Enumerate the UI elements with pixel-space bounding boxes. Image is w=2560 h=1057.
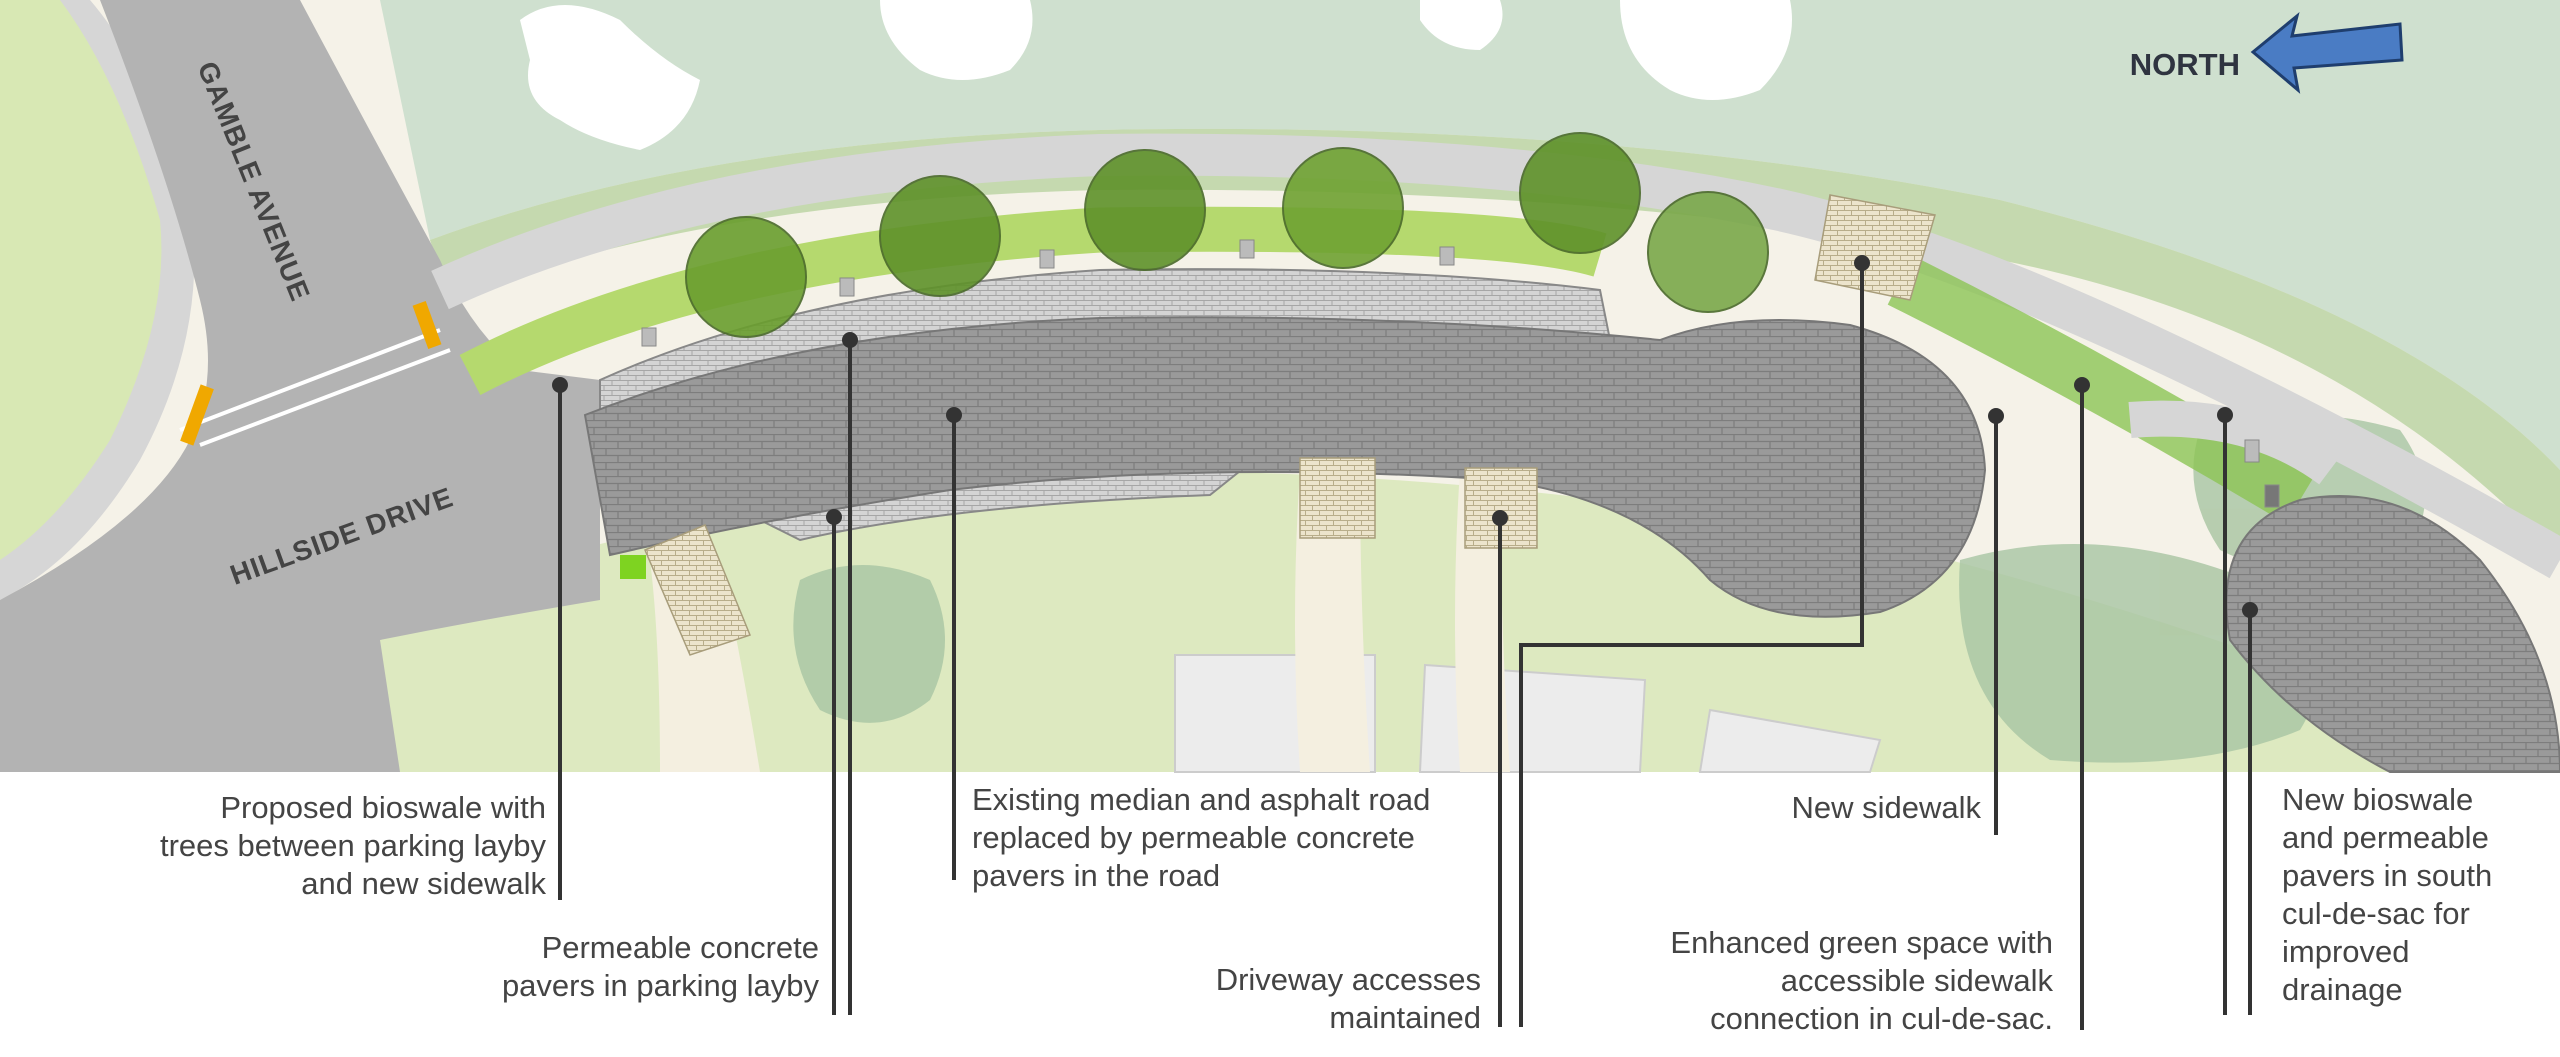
callout-lines bbox=[558, 263, 2252, 1030]
callout-layby-text: Permeable concrete pavers in parking lay… bbox=[501, 930, 819, 1003]
plan-base bbox=[0, 0, 2560, 773]
north-arrow-icon bbox=[2250, 11, 2404, 94]
callout-green-text: Enhanced green space with accessible sid… bbox=[1670, 925, 2053, 1036]
callout-south-text: New bioswale and permeable pavers in sou… bbox=[2282, 782, 2493, 1007]
callout-driveway-text: Driveway accesses maintained bbox=[1215, 962, 1481, 1035]
callout-dots bbox=[552, 255, 2258, 618]
callout-bioswale-text: Proposed bioswale with trees between par… bbox=[159, 790, 546, 901]
callout-median-text: Existing median and asphalt road replace… bbox=[972, 782, 1431, 893]
callout-sidewalk-text: New sidewalk bbox=[1791, 790, 1981, 825]
north-label: NORTH bbox=[2130, 47, 2240, 82]
